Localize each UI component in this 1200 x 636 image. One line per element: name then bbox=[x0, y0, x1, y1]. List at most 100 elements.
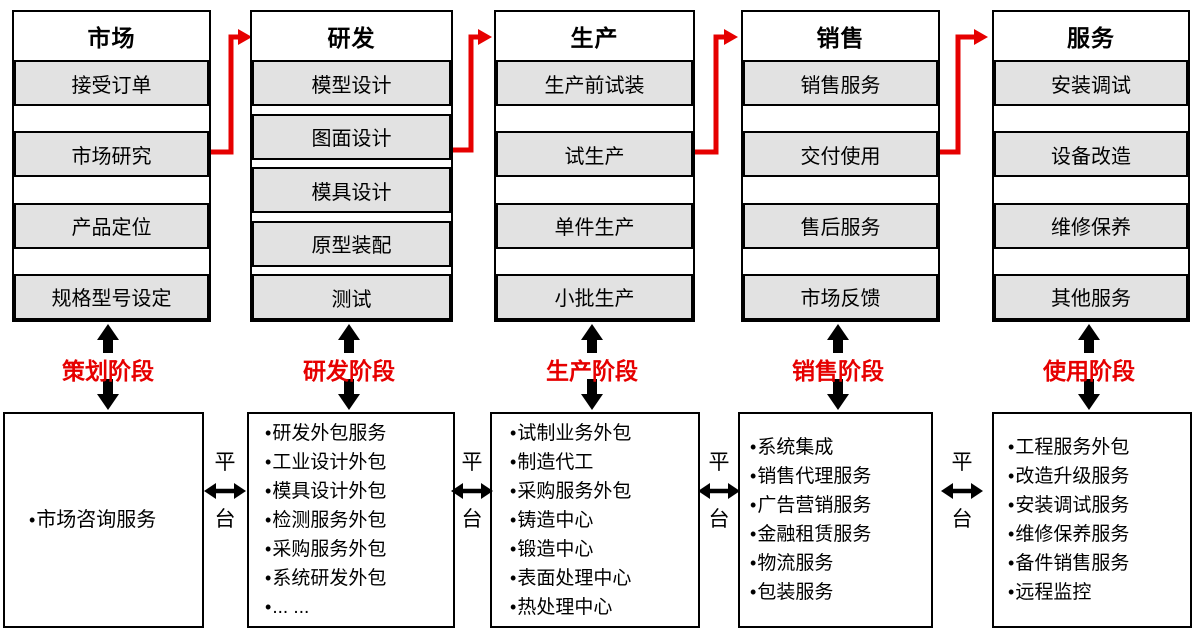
stage-arrow-down bbox=[581, 394, 603, 410]
service-item-label: 热处理中心 bbox=[517, 596, 613, 618]
service-item: •包装服务 bbox=[750, 578, 931, 607]
process-column-market: 市场接受订单市场研究产品定位规格型号设定 bbox=[12, 10, 211, 322]
process-column-rnd: 研发模型设计图面设计模具设计原型装配测试 bbox=[250, 10, 453, 322]
service-list: •试制业务外包•制造代工•采购服务外包•铸造中心•锻造中心•表面处理中心•热处理… bbox=[510, 419, 698, 622]
service-item-label: 物流服务 bbox=[757, 553, 834, 574]
service-item-label: 锻造中心 bbox=[517, 538, 594, 560]
service-item-label: 采购服务外包 bbox=[272, 538, 387, 560]
bullet-icon: • bbox=[510, 509, 517, 530]
bullet-icon: • bbox=[510, 422, 517, 443]
service-item-label: 市场咨询服务 bbox=[36, 509, 157, 531]
process-column-production: 生产生产前试装试生产单件生产小批生产 bbox=[494, 10, 695, 322]
service-item-label: 销售代理服务 bbox=[757, 466, 872, 487]
platform-connector: 平台 bbox=[203, 452, 247, 530]
service-item: •物流服务 bbox=[750, 549, 931, 578]
process-step: 模型设计 bbox=[252, 60, 451, 106]
platform-connector: 平台 bbox=[697, 452, 741, 530]
row-gap bbox=[743, 249, 938, 274]
service-item: •模具设计外包 bbox=[265, 477, 453, 506]
platform-char-bottom: 台 bbox=[951, 508, 973, 531]
stage-arrow-up bbox=[1078, 324, 1100, 340]
service-item: •研发外包服务 bbox=[265, 419, 453, 448]
column-title: 研发 bbox=[327, 25, 376, 51]
process-step: 接受订单 bbox=[14, 60, 209, 106]
service-item: •锻造中心 bbox=[510, 535, 698, 564]
service-item-label: 包装服务 bbox=[757, 582, 834, 603]
stage-arrow-up bbox=[338, 324, 360, 340]
service-list: •系统集成•销售代理服务•广告营销服务•金融租赁服务•物流服务•包装服务 bbox=[750, 433, 931, 607]
stage-arrow-up bbox=[581, 324, 603, 340]
platform-char-top: 平 bbox=[951, 451, 973, 474]
row-gap bbox=[252, 106, 451, 114]
service-item-label: ... ... bbox=[272, 596, 310, 618]
stage-label-usage: 使用阶段 bbox=[1043, 358, 1135, 384]
service-item: •系统集成 bbox=[750, 433, 931, 462]
service-item-label: 试制业务外包 bbox=[517, 422, 632, 444]
bullet-icon: • bbox=[1008, 582, 1015, 602]
service-item: •热处理中心 bbox=[510, 593, 698, 622]
bullet-icon: • bbox=[1008, 495, 1015, 515]
process-step: 规格型号设定 bbox=[14, 273, 209, 320]
double-arrow-icon bbox=[451, 483, 493, 499]
process-step: 模具设计 bbox=[252, 167, 451, 213]
process-step: 设备改造 bbox=[994, 131, 1188, 178]
platform-char-bottom: 台 bbox=[214, 508, 236, 531]
process-step: 其他服务 bbox=[994, 273, 1188, 320]
service-item: •市场咨询服务 bbox=[29, 506, 202, 534]
bullet-icon: • bbox=[1008, 524, 1015, 544]
service-item: •改造升级服务 bbox=[1008, 462, 1190, 491]
service-item: •工业设计外包 bbox=[265, 448, 453, 477]
column-title: 生产 bbox=[570, 25, 619, 51]
service-box-rnd-outsourcing: •研发外包服务•工业设计外包•模具设计外包•检测服务外包 • 采购服务外包 • 系统研发… bbox=[247, 412, 455, 628]
stage-label-production: 生产阶段 bbox=[546, 358, 638, 384]
bullet-icon: • bbox=[265, 480, 272, 501]
stage-arrow-up bbox=[97, 324, 119, 340]
row-gap bbox=[14, 106, 209, 131]
service-item: •检测服务外包 bbox=[265, 506, 453, 535]
row-gap bbox=[994, 106, 1188, 131]
bullet-icon: • bbox=[510, 596, 517, 617]
process-step: 售后服务 bbox=[743, 202, 938, 249]
process-step: 试生产 bbox=[496, 131, 693, 178]
service-item: •维修保养服务 bbox=[1008, 520, 1190, 549]
service-box-usage-services: •工程服务外包•改造升级服务•安装调试服务•维修保养服务•备件销售服务•远程监控 bbox=[992, 412, 1192, 628]
column-title: 市场 bbox=[87, 25, 136, 51]
process-step: 原型装配 bbox=[252, 220, 451, 267]
service-item-label: 工业设计外包 bbox=[272, 451, 387, 473]
double-arrow-icon bbox=[698, 483, 740, 499]
service-item: •安装调试服务 bbox=[1008, 491, 1190, 520]
row-gap bbox=[496, 106, 693, 131]
stage-label-rnd: 研发阶段 bbox=[303, 358, 395, 384]
service-item: •铸造中心 bbox=[510, 506, 698, 535]
service-item: •销售代理服务 bbox=[750, 462, 931, 491]
service-item-label: 检测服务外包 bbox=[272, 509, 387, 531]
bullet-icon: • bbox=[265, 422, 272, 443]
stage-label-sales: 销售阶段 bbox=[792, 358, 884, 384]
bullet-icon: • bbox=[510, 538, 517, 559]
process-step: 产品定位 bbox=[14, 202, 209, 249]
service-item-label: 模具设计外包 bbox=[272, 480, 387, 502]
service-item: •试制业务外包 bbox=[510, 419, 698, 448]
flow-arrow-sales-to-service bbox=[940, 29, 988, 155]
bullet-icon: • bbox=[750, 524, 757, 544]
service-item-label: 研发外包服务 bbox=[272, 422, 387, 444]
process-step: 测试 bbox=[252, 274, 451, 320]
service-item-label: 系统集成 bbox=[757, 437, 834, 458]
process-column-sales: 销售销售服务交付使用售后服务市场反馈 bbox=[741, 10, 940, 322]
row-gap bbox=[743, 177, 938, 202]
service-item: •远程监控 bbox=[1008, 578, 1190, 607]
double-arrow-icon bbox=[941, 483, 983, 499]
service-item: •采购服务外包 bbox=[510, 477, 698, 506]
service-item-label: 工程服务外包 bbox=[1015, 437, 1130, 458]
platform-char-bottom: 台 bbox=[461, 508, 483, 531]
service-item: •制造代工 bbox=[510, 448, 698, 477]
service-item: •备件销售服务 bbox=[1008, 549, 1190, 578]
stage-arrow-down bbox=[338, 394, 360, 410]
bullet-icon: • bbox=[510, 480, 517, 501]
service-item-label: 系统研发外包 bbox=[272, 567, 387, 589]
service-item: •工程服务外包 bbox=[1008, 433, 1190, 462]
process-step: 单件生产 bbox=[496, 202, 693, 249]
service-list: •工程服务外包•改造升级服务•安装调试服务•维修保养服务•备件销售服务•远程监控 bbox=[1008, 433, 1190, 607]
service-item-label: 金融租赁服务 bbox=[757, 524, 872, 545]
service-list: •研发外包服务•工业设计外包•模具设计外包•检测服务外包 • 采购服务外包 • 系统研发… bbox=[265, 419, 453, 622]
